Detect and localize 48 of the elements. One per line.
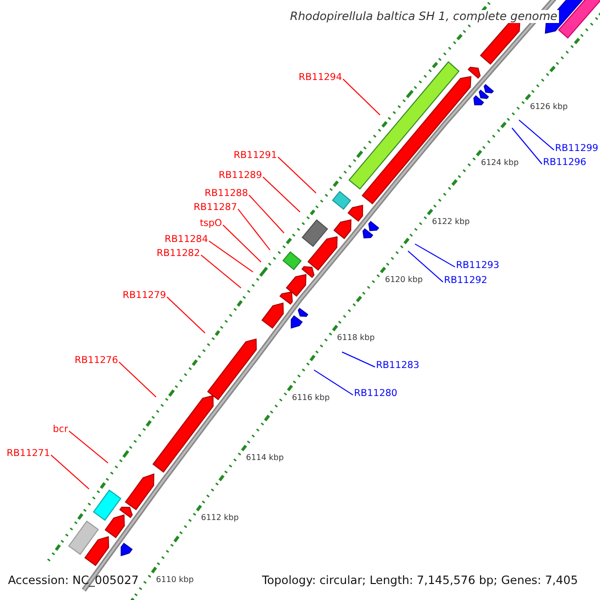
gene-label: RB11271: [6, 447, 50, 460]
footer-text: Accession: NC_005027: [8, 574, 139, 587]
leader-line: [118, 362, 156, 398]
gene-label: RB11289: [218, 169, 262, 182]
gene-label: RB11279: [122, 289, 166, 302]
leader-line: [314, 370, 354, 396]
gene-label: RB11280: [354, 387, 398, 400]
gene-label: RB11283: [376, 359, 420, 372]
gene-label: RB11276: [74, 354, 118, 367]
leader-line: [342, 352, 376, 368]
gene-label: RB11284: [164, 233, 208, 246]
leader-line: [200, 254, 242, 288]
scale-label: 6116 kbp: [292, 392, 330, 404]
scale-label: 6112 kbp: [201, 512, 239, 524]
leader-line: [166, 296, 206, 334]
scale-label: 6118 kbp: [337, 332, 375, 344]
leader-line: [414, 244, 456, 268]
gene-label: tspO: [200, 217, 222, 230]
leader-line: [208, 240, 254, 272]
leader-line: [222, 224, 262, 262]
scale-label: 6126 kbp: [530, 101, 568, 113]
title: Rhodopirellula baltica SH 1, complete genome: [288, 10, 560, 23]
gene-label: RB11294: [298, 71, 342, 84]
footer-text: Topology: circular; Length: 7,145,576 bp; Genes: 7,405: [262, 574, 578, 587]
gene-label: RB11282: [156, 247, 200, 260]
gene-label: bcr: [52, 423, 68, 436]
gene-label: RB11288: [204, 187, 248, 200]
leader-line: [248, 194, 284, 234]
scale-label: 6124 kbp: [481, 157, 519, 169]
gene-label: RB11291: [234, 149, 277, 162]
leader-line: [238, 208, 270, 250]
leader-line: [50, 454, 90, 490]
gene-label: RB11293: [456, 259, 500, 272]
scale-label: 6110 kbp: [156, 574, 194, 586]
leader-line: [278, 156, 316, 194]
scale-label: 6114 kbp: [246, 452, 284, 464]
leader-line: [512, 128, 542, 164]
scale-label: 6122 kbp: [432, 216, 470, 228]
gene-label: RB11296: [543, 156, 586, 169]
leader-line: [408, 250, 444, 282]
gene-label: RB11292: [444, 274, 488, 287]
leader-line: [518, 120, 554, 150]
scale-label: 6120 kbp: [385, 274, 423, 286]
gene-label: RB11287: [194, 201, 237, 214]
gene-label: RB11299: [555, 142, 598, 155]
leader-line: [262, 176, 300, 212]
leader-line: [342, 78, 380, 116]
leader-line: [68, 430, 108, 464]
